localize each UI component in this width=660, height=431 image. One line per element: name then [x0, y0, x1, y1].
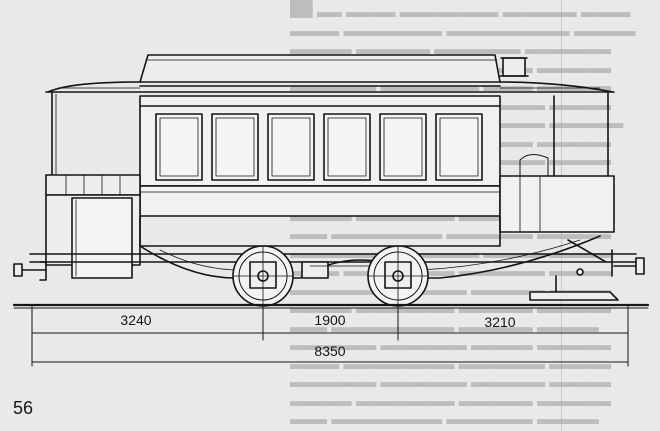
- dimension-left-offset: 3240: [120, 312, 151, 328]
- chimney: [499, 57, 529, 77]
- main-roof: [45, 81, 615, 93]
- dimension-lines: [31, 304, 629, 367]
- right-buffer: [576, 257, 645, 276]
- rail: [12, 303, 650, 309]
- dimension-wheelbase: 1900: [314, 312, 345, 328]
- roof-lantern: [139, 54, 501, 87]
- footstep: [529, 275, 619, 301]
- page-number: 56: [13, 398, 34, 418]
- left-buffer: [13, 261, 47, 281]
- engine-cab: [499, 91, 615, 277]
- dimension-overall-length: 8350: [314, 343, 345, 359]
- underframe: [29, 215, 637, 279]
- wheel-left: [232, 245, 294, 307]
- dimension-right-offset: 3210: [484, 314, 515, 330]
- passenger-windows: [155, 113, 483, 181]
- left-platform: [45, 91, 141, 279]
- wheel-right: [367, 245, 429, 307]
